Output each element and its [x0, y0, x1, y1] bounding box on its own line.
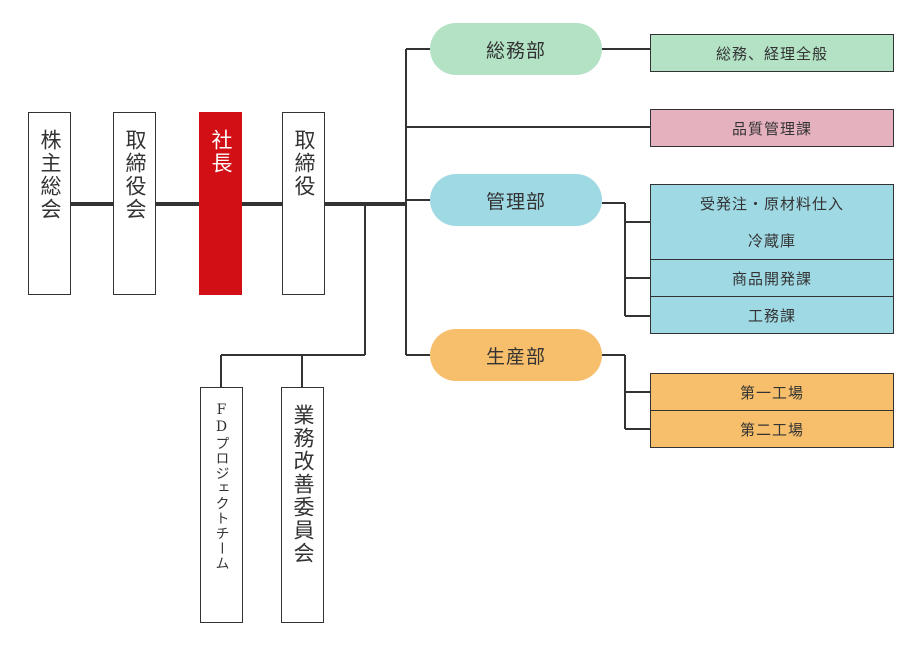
- fd-project-box: FDプロジェクトチーム: [200, 387, 243, 623]
- board-label: 取締役会: [123, 129, 147, 221]
- seisan-department: 生産部: [430, 329, 602, 381]
- unit-product-dev: 商品開発課: [650, 259, 894, 297]
- unit-factory1: 第一工場: [650, 373, 894, 411]
- fd-project-label: FDプロジェクトチーム: [213, 402, 230, 571]
- soumu-department: 総務部: [430, 23, 602, 75]
- unit-engineering: 工務課: [650, 296, 894, 334]
- director-box: 取締役: [282, 112, 325, 295]
- improvement-committee-label: 業務改善委員会: [291, 404, 315, 565]
- shareholders-box: 株主総会: [28, 112, 71, 295]
- board-box: 取締役会: [113, 112, 156, 295]
- shareholders-label: 株主総会: [38, 129, 62, 221]
- president-box: 社長: [199, 112, 242, 295]
- unit-freezer: 冷蔵庫: [650, 221, 894, 260]
- director-label: 取締役: [292, 129, 316, 198]
- improvement-committee-box: 業務改善委員会: [281, 387, 324, 623]
- kanri-department: 管理部: [430, 174, 602, 226]
- unit-soumu-general: 総務、経理全般: [650, 34, 894, 72]
- unit-quality: 品質管理課: [650, 109, 894, 147]
- unit-orders: 受発注・原材料仕入: [650, 184, 894, 222]
- president-label: 社長: [209, 129, 233, 175]
- unit-factory2: 第二工場: [650, 410, 894, 448]
